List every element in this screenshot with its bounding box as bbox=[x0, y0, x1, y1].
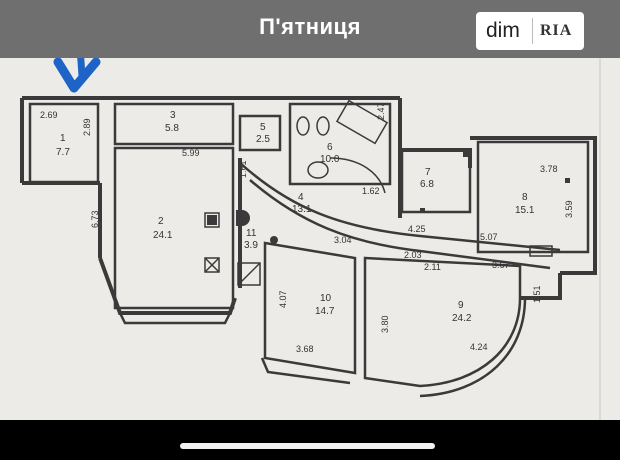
dimension-label: 3.78 bbox=[540, 164, 558, 174]
dimension-label: 2.69 bbox=[40, 110, 58, 120]
logo-separator bbox=[532, 18, 533, 44]
dimension-label: 5.07 bbox=[480, 232, 498, 242]
room-area: 7.7 bbox=[56, 147, 70, 158]
dimension-label: 3.04 bbox=[334, 235, 352, 245]
room-area: 6.8 bbox=[420, 179, 434, 190]
dimension-label: 3.68 bbox=[296, 344, 314, 354]
room-area: 13.1 bbox=[292, 204, 312, 215]
page-title: П'ятниця bbox=[259, 14, 361, 39]
room-number: 2 bbox=[158, 216, 164, 227]
dimension-label: 4.07 bbox=[278, 290, 288, 308]
room-number: 4 bbox=[298, 192, 304, 203]
dimension-label: 1.51 bbox=[532, 285, 542, 303]
room-area: 24.1 bbox=[153, 230, 173, 241]
room-number: 8 bbox=[522, 192, 528, 203]
room-number: 10 bbox=[320, 293, 332, 304]
floor-plan-image: 2.69 2.89 5.99 1.61 2.47 1.62 6.73 4.25 … bbox=[0, 58, 620, 420]
room-number: 1 bbox=[60, 133, 66, 144]
room-number: 9 bbox=[458, 300, 464, 311]
room-number: 11 bbox=[246, 228, 257, 239]
dimension-label: 2.11 bbox=[424, 262, 441, 272]
dimension-label: 2.47 bbox=[376, 102, 386, 120]
room-area: 14.7 bbox=[315, 306, 335, 317]
dimension-label: 3.80 bbox=[380, 315, 390, 333]
room-area: 15.1 bbox=[515, 205, 535, 216]
down-arrow-icon bbox=[53, 58, 101, 93]
dim-ria-logo[interactable]: dim RIA bbox=[476, 12, 584, 50]
dimension-label: 4.25 bbox=[408, 224, 426, 234]
dimension-label: 2.89 bbox=[82, 118, 92, 136]
room-number: 5 bbox=[260, 122, 266, 133]
room-number: 7 bbox=[425, 167, 431, 178]
dimension-label: 1.61 bbox=[238, 160, 248, 178]
room-area: 10.0 bbox=[320, 154, 340, 165]
dimension-label: 1.62 bbox=[362, 186, 380, 196]
room-number: 3 bbox=[170, 110, 176, 121]
room-area: 5.8 bbox=[165, 123, 179, 134]
room-area: 3.9 bbox=[244, 240, 258, 251]
logo-dim-text: dim bbox=[486, 19, 520, 42]
dimension-label: 4.24 bbox=[470, 342, 488, 352]
room-area: 2.5 bbox=[256, 134, 270, 145]
home-indicator[interactable] bbox=[180, 443, 435, 449]
room-number: 6 bbox=[327, 142, 333, 153]
dimension-label: 2.03 bbox=[404, 250, 422, 260]
floor-plan-svg: 2.69 2.89 5.99 1.61 2.47 1.62 6.73 4.25 … bbox=[20, 58, 601, 420]
dimension-label: 5.99 bbox=[182, 148, 200, 158]
logo-ria-text: RIA bbox=[540, 22, 573, 39]
dimension-label: 3.67 bbox=[492, 260, 510, 270]
top-bar: П'ятниця dim RIA bbox=[0, 0, 620, 58]
room-area: 24.2 bbox=[452, 313, 472, 324]
dimension-label: 3.59 bbox=[564, 200, 574, 218]
dimension-label: 6.73 bbox=[90, 210, 100, 228]
